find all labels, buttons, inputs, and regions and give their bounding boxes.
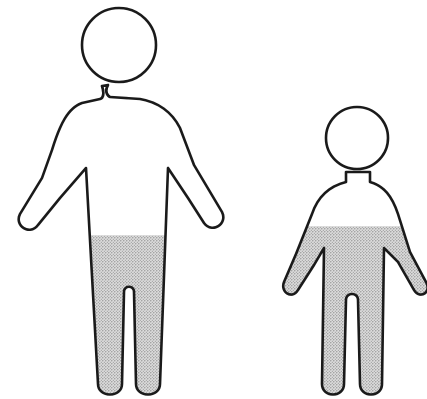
child-fill-region: [270, 226, 427, 398]
adult-fill-region: [0, 235, 230, 398]
adult-head: [82, 8, 156, 82]
adult-figure: [0, 8, 230, 398]
adult-neck-line: [100, 85, 110, 99]
child-head: [326, 107, 388, 169]
child-figure: [270, 107, 427, 398]
